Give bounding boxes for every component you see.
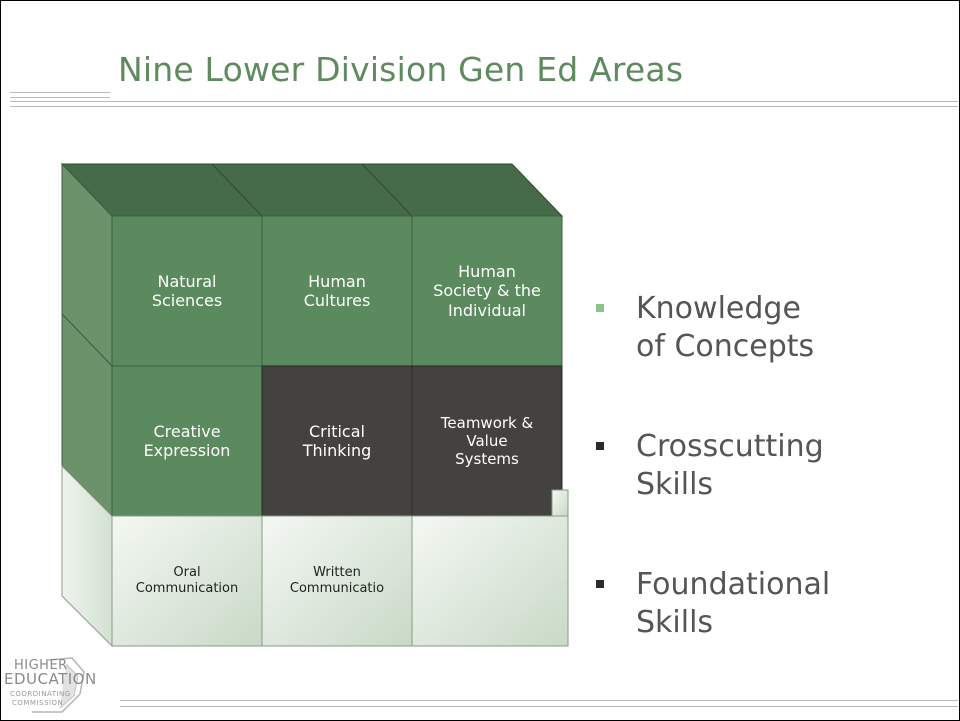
cell-critical-thinking bbox=[261, 365, 413, 517]
cell-natural-sciences bbox=[111, 215, 263, 367]
bullet-text-knowledge: Knowledge of Concepts bbox=[636, 291, 815, 364]
bullet-item-knowledge: Knowledge of Concepts bbox=[596, 290, 926, 370]
cell-row3-empty bbox=[411, 515, 569, 647]
title-rule-left-2 bbox=[10, 97, 110, 98]
bullet-item-crosscutting: Crosscutting Skills bbox=[596, 428, 926, 508]
footer-rule-1 bbox=[120, 700, 958, 701]
green-square-bullet-icon bbox=[596, 304, 604, 312]
label-creative-expression: Creative Expression bbox=[143, 421, 231, 460]
logo-text-line2: EDUCATION bbox=[4, 670, 97, 688]
cell-creative-expression bbox=[111, 365, 263, 517]
cell-human-society bbox=[411, 215, 563, 367]
black-square-bullet-icon bbox=[596, 442, 604, 450]
title-rule-left-1 bbox=[10, 92, 110, 93]
footer-rule-2 bbox=[120, 706, 958, 707]
black-square-bullet-icon bbox=[596, 580, 604, 588]
logo-text-line4: COMMISSION bbox=[12, 699, 64, 707]
label-row3-empty bbox=[412, 516, 568, 646]
title-rule-2 bbox=[10, 106, 958, 107]
label-oral-communication: Oral Communication bbox=[135, 565, 239, 596]
cube-top-divider-2 bbox=[361, 163, 413, 217]
cell-human-cultures bbox=[261, 215, 413, 367]
cube-top-divider-1 bbox=[211, 163, 263, 217]
label-teamwork-value-systems: Teamwork & Value Systems bbox=[440, 414, 534, 468]
label-human-society: Human Society & the Individual bbox=[433, 262, 541, 320]
hecc-logo: HIGHER EDUCATION COORDINATING COMMISSION bbox=[2, 654, 114, 716]
cell-written-communication bbox=[261, 515, 413, 647]
logo-text-line3: COORDINATING bbox=[10, 690, 71, 698]
label-written-communication: Written Communicatio bbox=[289, 565, 385, 596]
logo-shape-icon bbox=[32, 657, 85, 713]
bullet-item-foundational: Foundational Skills bbox=[596, 566, 926, 646]
label-human-cultures: Human Cultures bbox=[303, 271, 371, 310]
cell-oral-communication bbox=[111, 515, 263, 647]
title-rule-1 bbox=[10, 101, 958, 102]
label-natural-sciences: Natural Sciences bbox=[151, 271, 223, 310]
bullet-text-crosscutting: Crosscutting Skills bbox=[636, 429, 824, 502]
bullet-text-foundational: Foundational Skills bbox=[636, 567, 831, 640]
logo-text-line1: HIGHER bbox=[14, 658, 68, 673]
cube-top-face bbox=[60, 163, 564, 217]
label-critical-thinking: Critical Thinking bbox=[302, 421, 372, 460]
slide-title: Nine Lower Division Gen Ed Areas bbox=[118, 50, 684, 89]
